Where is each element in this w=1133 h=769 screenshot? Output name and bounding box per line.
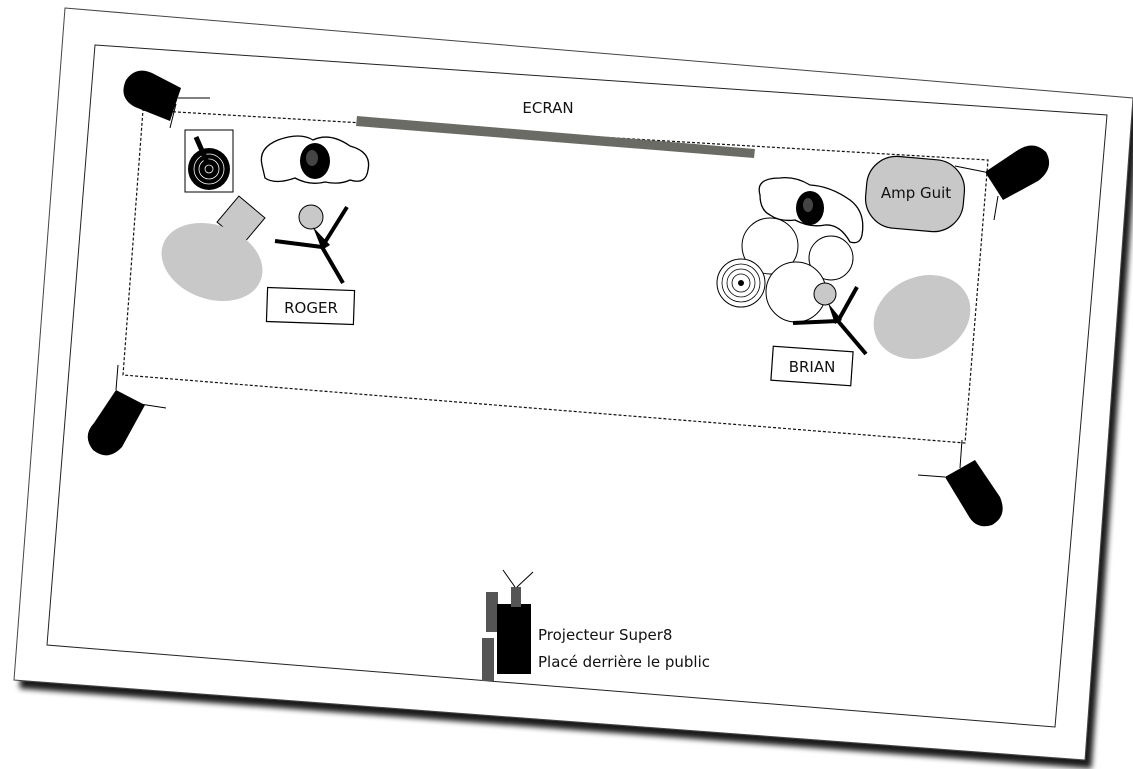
drum-icon [741,217,799,275]
floor-pad-right [873,275,971,359]
spotlight-icon [954,145,1050,221]
name-tag-right: BRIAN [770,345,854,387]
name-tag-left: ROGER [265,286,356,326]
drum-icon [808,235,854,281]
floor-pad-left [161,222,263,302]
spotlight-icon [123,70,210,129]
projector-label-line1: Projecteur Super8 [538,626,672,644]
inner-frame [46,44,1108,728]
paper-sheet [13,7,1133,761]
cymbal-icon [716,258,766,308]
spotlight-icon [917,439,1003,527]
mic-stand-icon [792,282,868,356]
amp-label: Amp Guit [881,184,951,202]
roger-label: ROGER [284,299,338,317]
musician-top-view-icon [260,135,370,184]
brian-label: BRIAN [789,358,836,376]
screen-bar [356,116,755,158]
musician-top-view-icon [758,177,864,244]
amp-box: Amp Guit [864,155,966,233]
mic-stand-icon [274,204,349,285]
turntable-icon [184,129,234,193]
stage-area [122,109,989,444]
spotlight-icon [87,364,167,456]
projector-label-line2: Placé derrière le public [538,653,710,671]
screen-label: ECRAN [522,99,573,117]
projector-icon [482,569,534,681]
